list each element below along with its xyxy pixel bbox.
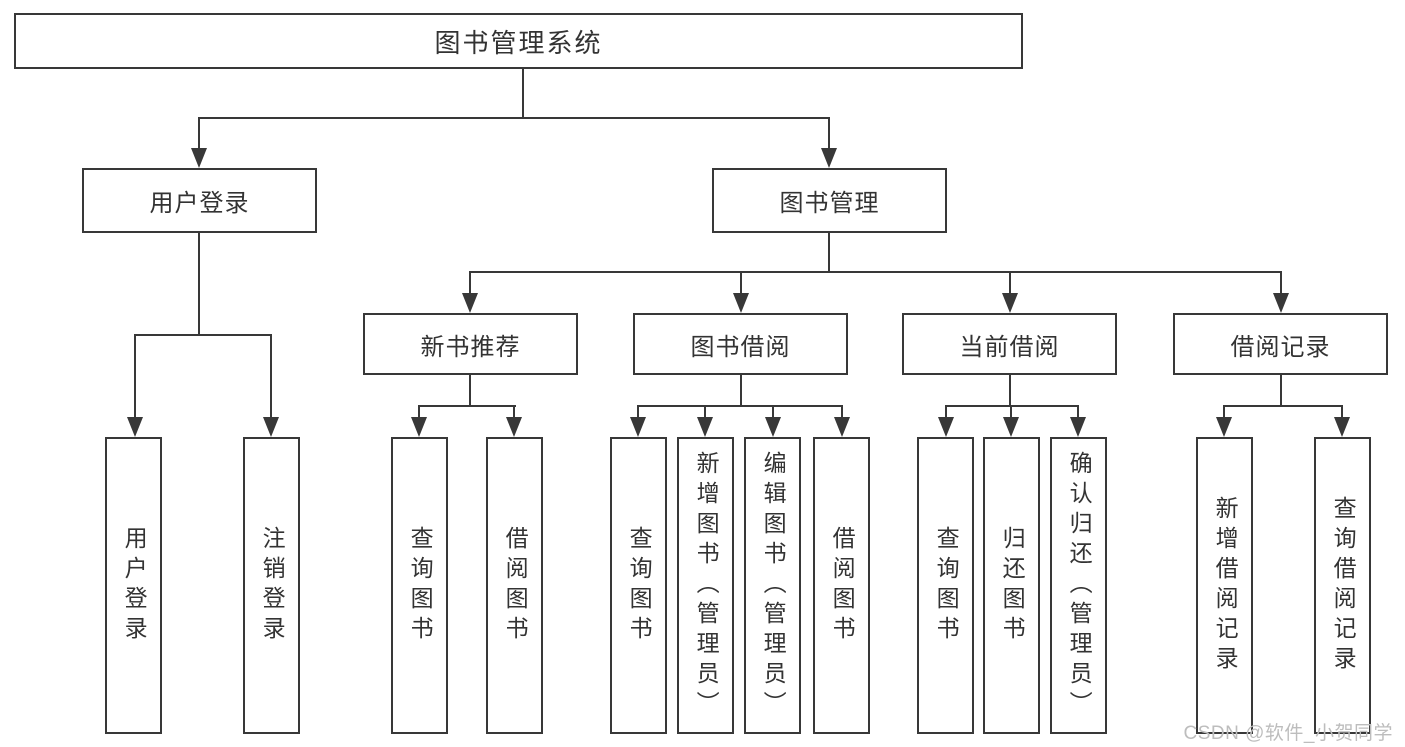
node-new-book-recommend: 新书推荐 [363, 313, 578, 375]
arrow-down-icon [765, 417, 781, 437]
arrow-down-icon [506, 417, 522, 437]
node-label: 图书借阅 [690, 333, 791, 361]
arrow-down-icon [697, 417, 713, 437]
connector-recommend-trunk [469, 375, 471, 406]
arrow-down-icon [1002, 293, 1018, 313]
leaf-confirm-return-admin: 确认归还（管理员） [1050, 437, 1107, 734]
leaf-query-books-recommend: 查询图书 [391, 437, 448, 734]
leaf-label: 新增借阅记录 [1212, 495, 1239, 676]
node-current-borrow: 当前借阅 [902, 313, 1117, 375]
leaf-label: 注销登录 [259, 525, 286, 646]
connector-drop-leaf [704, 405, 706, 417]
arrow-down-icon [127, 417, 143, 437]
leaf-query-borrow-record: 查询借阅记录 [1314, 437, 1371, 734]
connector-drop-leaf [637, 405, 639, 417]
connector-root-trunk [522, 69, 524, 118]
connector-drop-user-login [198, 117, 200, 148]
node-label: 借阅记录 [1230, 333, 1331, 361]
connector-drop-leaf [772, 405, 774, 417]
leaf-borrow-books-recommend: 借阅图书 [486, 437, 543, 734]
arrow-down-icon [938, 417, 954, 437]
connector-borrow-bus [637, 405, 843, 407]
node-label: 新书推荐 [420, 333, 521, 361]
connector-recommend-bus [418, 405, 516, 407]
leaf-label: 用户登录 [121, 525, 148, 646]
node-user-login-branch: 用户登录 [82, 168, 317, 233]
arrow-down-icon [191, 148, 207, 168]
leaf-return-books: 归还图书 [983, 437, 1040, 734]
arrow-down-icon [821, 148, 837, 168]
leaf-query-books-current: 查询图书 [917, 437, 974, 734]
leaf-label: 归还图书 [999, 525, 1026, 646]
arrow-down-icon [834, 417, 850, 437]
connector-drop-leaf [513, 405, 515, 417]
connector-user-trunk [198, 233, 200, 335]
connector-drop-leaf [945, 405, 947, 417]
connector-drop-current [1009, 271, 1011, 293]
leaf-label: 查询图书 [407, 525, 434, 646]
connector-current-bus [945, 405, 1079, 407]
leaf-borrow-books: 借阅图书 [813, 437, 870, 734]
node-label: 当前借阅 [959, 333, 1060, 361]
connector-current-trunk [1009, 375, 1011, 406]
connector-drop-user-leaf-2 [270, 334, 272, 417]
leaf-user-login: 用户登录 [105, 437, 162, 734]
leaf-label: 借阅图书 [829, 525, 856, 646]
leaf-add-books-admin: 新增图书（管理员） [677, 437, 734, 734]
connector-drop-leaf [1077, 405, 1079, 417]
connector-records-trunk [1280, 375, 1282, 406]
leaf-label: 确认归还（管理员） [1066, 450, 1093, 721]
connector-drop-leaf [1010, 405, 1012, 417]
arrow-down-icon [1334, 417, 1350, 437]
leaf-label: 查询借阅记录 [1330, 495, 1357, 676]
connector-mgmt-trunk [828, 233, 830, 273]
leaf-label: 查询图书 [626, 525, 653, 646]
arrow-down-icon [733, 293, 749, 313]
leaf-add-borrow-record: 新增借阅记录 [1196, 437, 1253, 734]
leaf-logout: 注销登录 [243, 437, 300, 734]
arrow-down-icon [630, 417, 646, 437]
leaf-query-books-borrow: 查询图书 [610, 437, 667, 734]
arrow-down-icon [1216, 417, 1232, 437]
csdn-watermark: CSDN @软件_小贺同学 [1183, 723, 1393, 744]
connector-level3-bus [469, 271, 1282, 273]
arrow-down-icon [1070, 417, 1086, 437]
arrow-down-icon [1273, 293, 1289, 313]
connector-drop-borrow [740, 271, 742, 293]
connector-drop-leaf [1223, 405, 1225, 417]
leaf-label: 查询图书 [933, 525, 960, 646]
node-label: 用户登录 [149, 190, 250, 217]
connector-user-bus [134, 334, 272, 336]
leaf-label: 新增图书（管理员） [693, 450, 720, 721]
connector-drop-recommend [469, 271, 471, 293]
node-label: 图书管理系统 [434, 27, 603, 58]
connector-drop-leaf [1341, 405, 1343, 417]
connector-drop-records [1280, 271, 1282, 293]
connector-drop-leaf [841, 405, 843, 417]
arrow-down-icon [1003, 417, 1019, 437]
node-book-borrow: 图书借阅 [633, 313, 848, 375]
arrow-down-icon [462, 293, 478, 313]
arrow-down-icon [411, 417, 427, 437]
node-borrow-records: 借阅记录 [1173, 313, 1388, 375]
leaf-label: 借阅图书 [502, 525, 529, 646]
connector-records-bus [1223, 405, 1343, 407]
leaf-edit-books-admin: 编辑图书（管理员） [744, 437, 801, 734]
node-book-management: 图书管理 [712, 168, 947, 233]
connector-drop-leaf [418, 405, 420, 417]
connector-borrow-trunk [740, 375, 742, 406]
connector-drop-user-leaf-1 [134, 334, 136, 417]
node-library-management-system: 图书管理系统 [14, 13, 1023, 69]
arrow-down-icon [263, 417, 279, 437]
connector-drop-book-management [828, 117, 830, 148]
connector-level2-bus [198, 117, 830, 119]
node-label: 图书管理 [779, 190, 880, 217]
leaf-label: 编辑图书（管理员） [760, 450, 787, 721]
